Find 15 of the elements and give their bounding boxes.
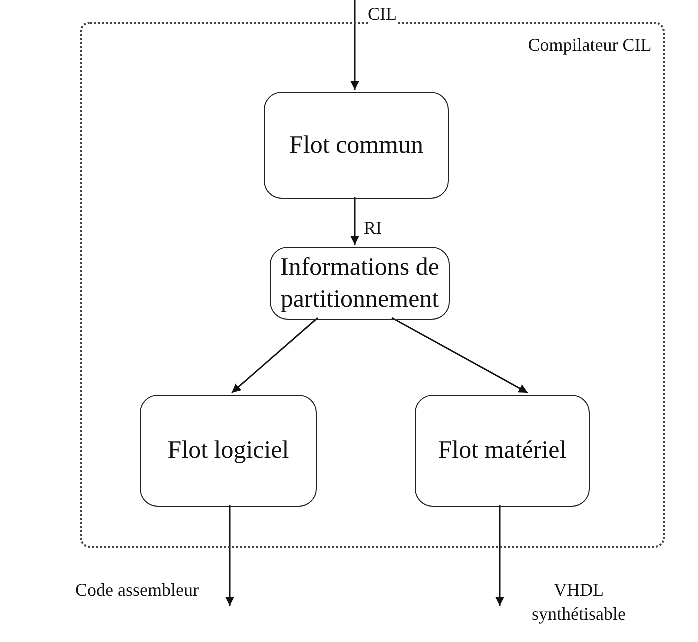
group-heading: Compilateur CIL — [527, 34, 653, 57]
arrow — [226, 505, 234, 606]
process-box — [264, 92, 449, 199]
arrow — [496, 505, 504, 606]
node-label: Flot matériel — [438, 436, 567, 466]
process-box — [270, 247, 450, 320]
node-label: Informations de partitionnement — [280, 253, 440, 314]
process-box — [415, 395, 590, 507]
arrow — [350, 197, 360, 245]
arrow — [232, 317, 318, 394]
node-label: Flot logiciel — [168, 436, 290, 466]
node-label: Flot commun — [289, 130, 424, 161]
arrow — [392, 317, 528, 394]
process-box — [140, 395, 317, 507]
arrow — [350, 0, 360, 90]
